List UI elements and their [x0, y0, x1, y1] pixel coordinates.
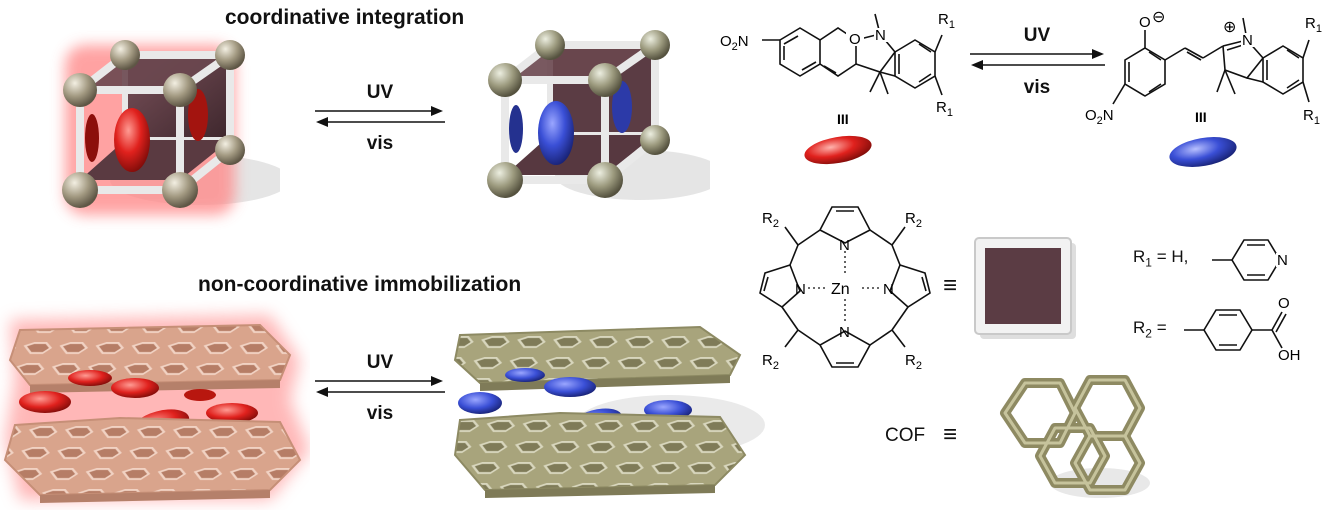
charge-plus-icon: ⊕: [1223, 19, 1236, 36]
atom-o-phenolate: O: [1139, 14, 1151, 31]
substituent-r1-bottom: R1: [1303, 107, 1320, 127]
substituent-r2: R2: [905, 352, 922, 372]
atom-n: N: [1277, 252, 1288, 269]
cof-label: COF: [885, 425, 926, 446]
cof-stack-closed-form: [3, 315, 310, 503]
atom-n: N: [839, 237, 850, 254]
substituent-r2: R2: [762, 210, 779, 230]
equivalence-sign: ≡: [943, 421, 958, 448]
arrow-label-vis: vis: [366, 403, 394, 424]
hydroxyl-group: OH: [1278, 347, 1301, 364]
carboxyphenyl-group: O OH: [1184, 295, 1301, 364]
arrow-label-vis: vis: [1023, 77, 1051, 98]
switch-arrows-scheme: UV vis: [965, 25, 1110, 100]
atom-o: O: [1278, 295, 1290, 312]
atom-zn: Zn: [831, 281, 850, 298]
mof-cube-open-form: [487, 30, 710, 200]
arrow-label-uv: UV: [366, 352, 394, 373]
atom-n: N: [1242, 32, 1253, 49]
switch-arrows-bottom: UV vis: [310, 352, 450, 424]
merocyanine-structure: O ⊖ N ⊕ O2N R1 R1 III: [1085, 9, 1322, 127]
compound-label: III: [837, 111, 849, 127]
substituent-r1-bottom: R1: [936, 99, 953, 119]
substituent-r1-top: R1: [938, 11, 955, 31]
nitro-group: O2N: [1085, 107, 1114, 127]
r2-definition: R2 =: [1133, 318, 1167, 341]
r1-definition: R1 = H,: [1133, 247, 1189, 270]
nitro-group: O2N: [720, 33, 749, 53]
zn-porphyrin-structure: N N N N Zn R2 R2 R2 R2: [759, 206, 931, 372]
atom-o: O: [849, 31, 861, 48]
equilibrium-arrow-icon: [315, 376, 445, 397]
arrow-label-uv: UV: [366, 82, 394, 103]
equivalence-sign: ≡: [943, 272, 958, 299]
compound-label: III: [1195, 109, 1207, 125]
substituent-r2: R2: [905, 210, 922, 230]
pyridyl-group: N: [1212, 239, 1290, 281]
porphyrin-panel-symbol: [974, 237, 1076, 339]
atom-n: N: [839, 324, 850, 341]
cof-stack-open-form: [453, 325, 765, 498]
switch-arrows-top: UV vis: [310, 82, 450, 154]
equilibrium-arrow-icon: [970, 49, 1105, 70]
atom-n: N: [875, 27, 886, 44]
atom-n: N: [883, 281, 894, 298]
spiropyran-structure: O N O2N R1 R1 III: [720, 11, 955, 127]
cof-hexagon-symbol: [1000, 375, 1150, 498]
arrow-label-vis: vis: [366, 133, 394, 154]
equilibrium-arrow-icon: [315, 106, 445, 127]
atom-n: N: [795, 281, 806, 298]
charge-minus-icon: ⊖: [1152, 9, 1165, 26]
arrow-label-uv: UV: [1023, 25, 1051, 46]
substituent-r2: R2: [762, 352, 779, 372]
open-form-disk-symbol: [1169, 137, 1237, 167]
substituent-r1-top: R1: [1305, 15, 1322, 35]
closed-form-disk-symbol: [804, 135, 872, 165]
mof-cube-closed-form: [62, 40, 280, 215]
heading-non-coordinative-immobilization: non-coordinative immobilization: [198, 273, 522, 296]
heading-coordinative-integration: coordinative integration: [225, 6, 465, 29]
